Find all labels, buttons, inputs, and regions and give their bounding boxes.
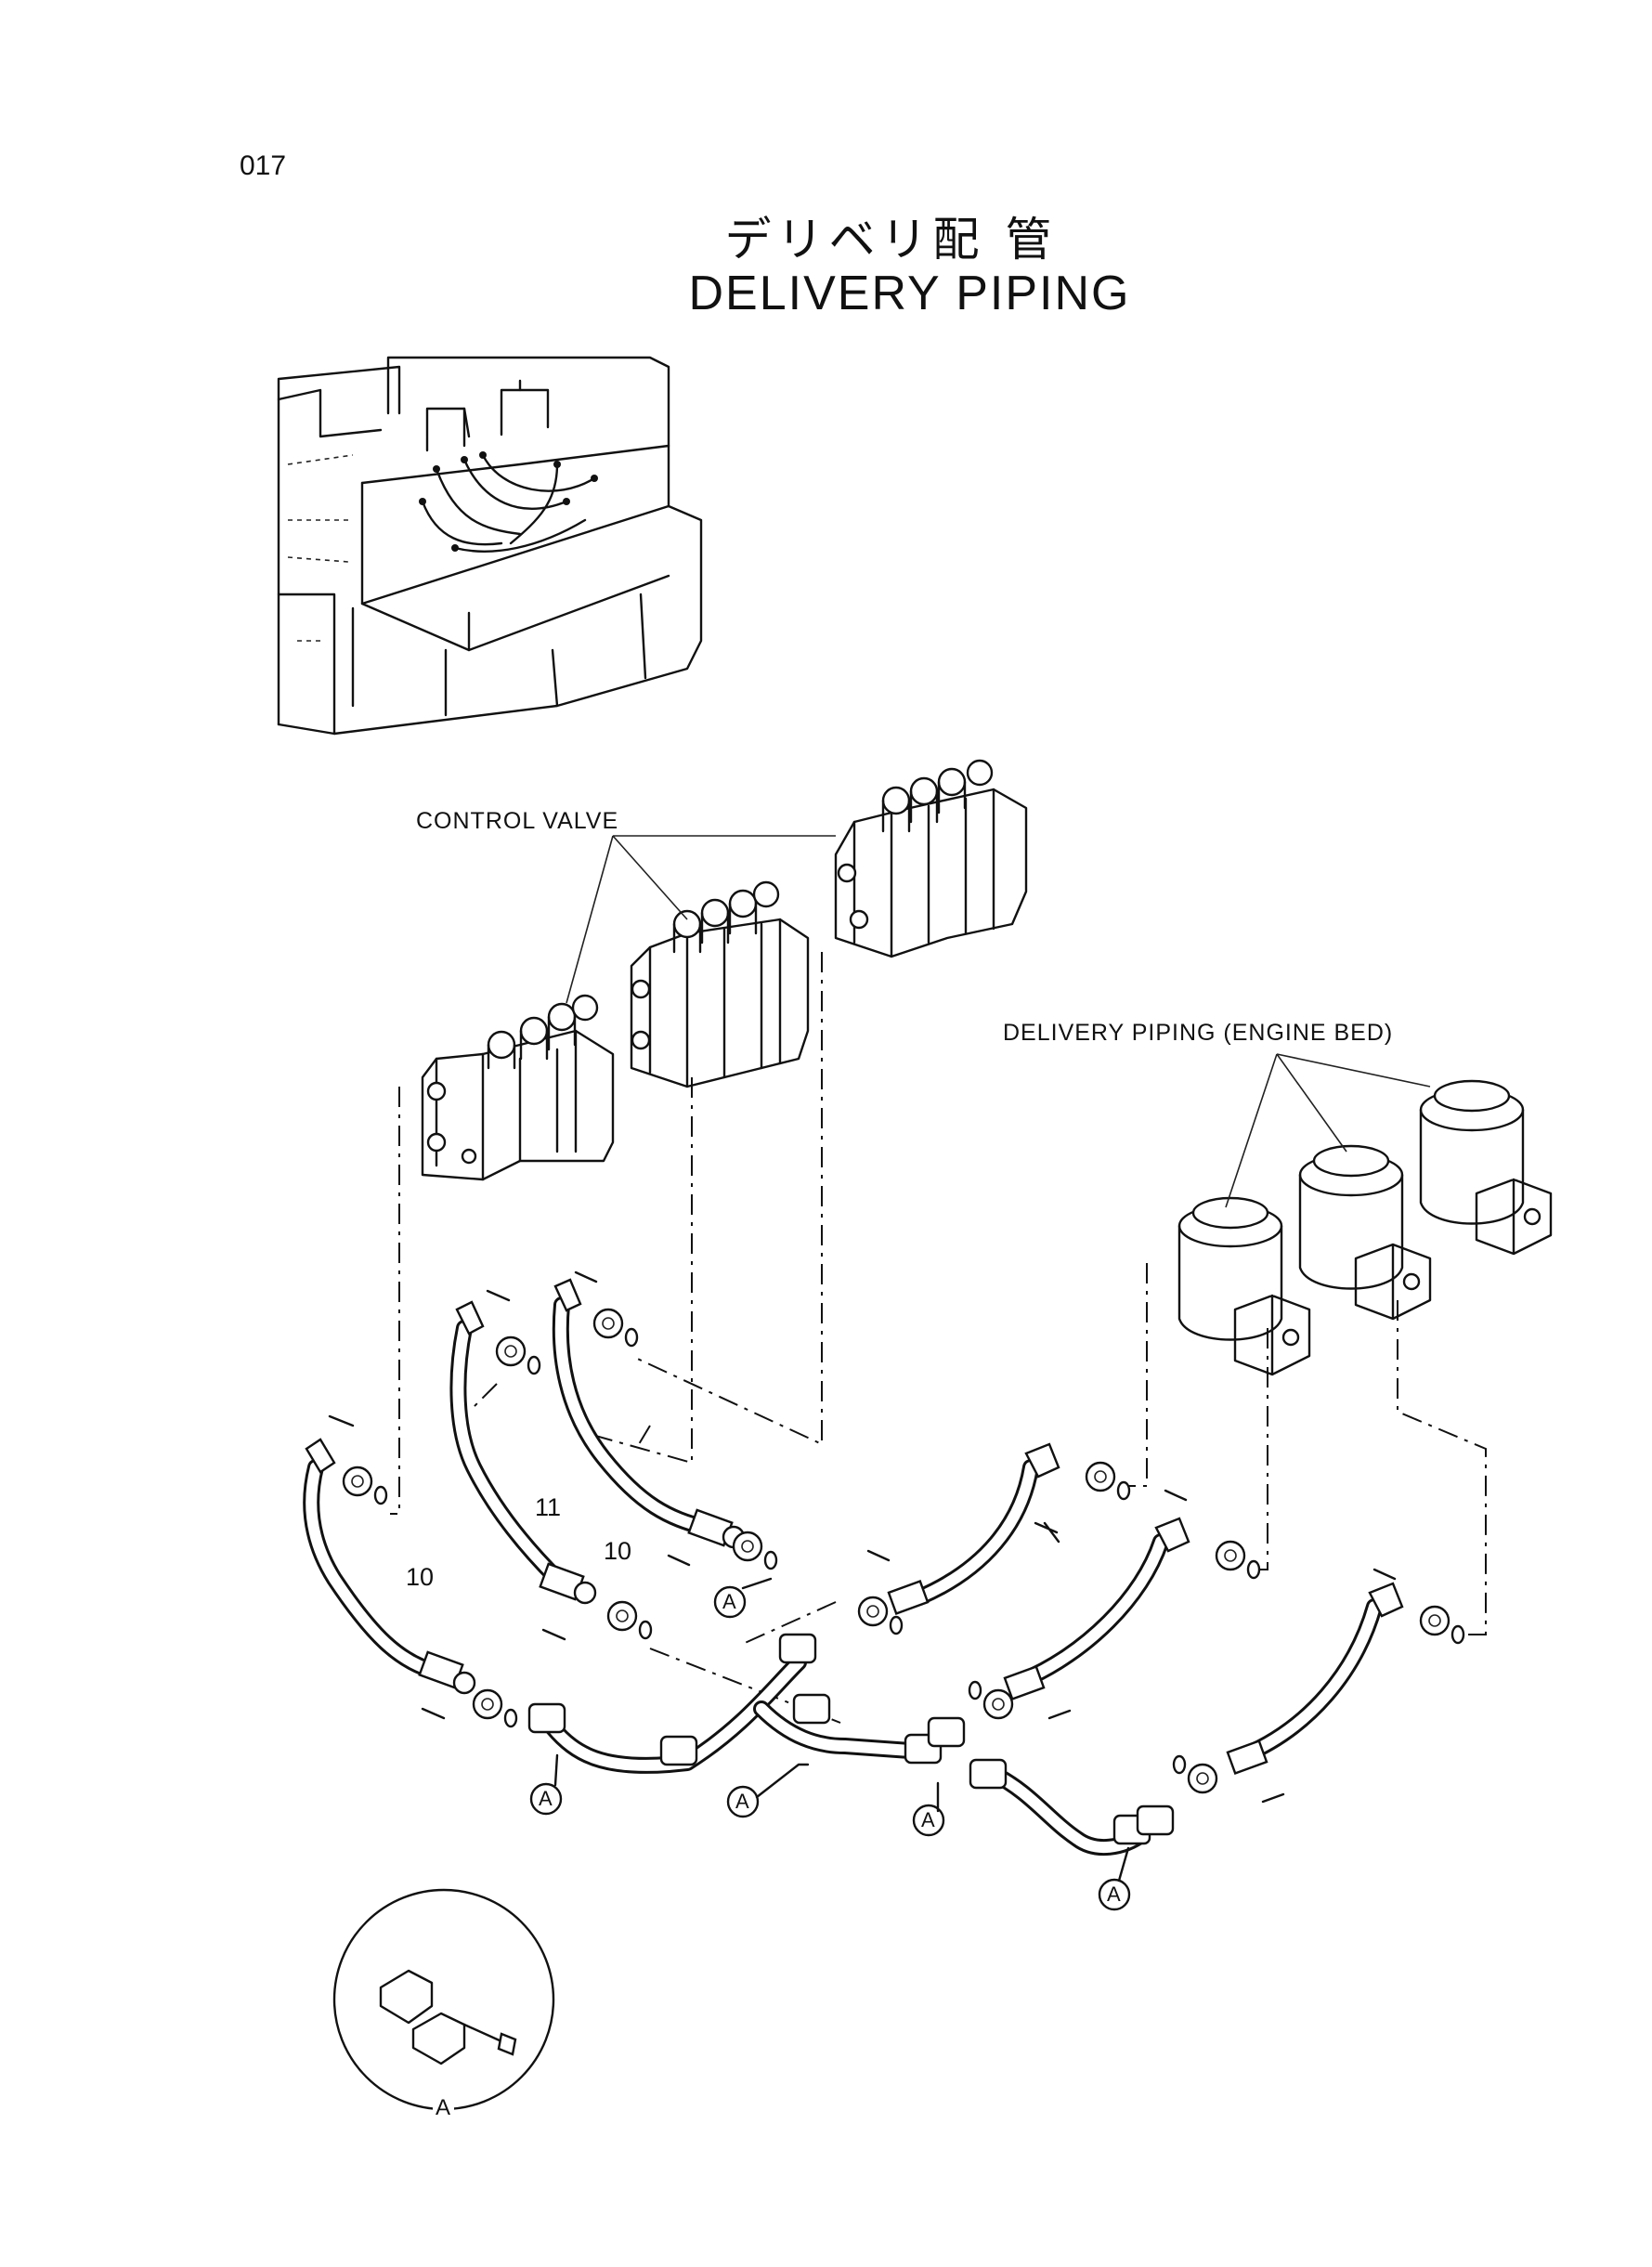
- leader-control-valve: [566, 835, 836, 1004]
- hose-10-left: [303, 1438, 476, 1695]
- hose-engine-bed-2: [1003, 1517, 1190, 1700]
- page-number: 017: [240, 150, 287, 181]
- control-valve-1: [421, 994, 615, 1181]
- callout-control-valve: CONTROL VALVE: [416, 808, 619, 834]
- bolts: [328, 1270, 1397, 1804]
- part-number-11: 11: [535, 1493, 562, 1521]
- marker-a-2: A: [539, 1787, 553, 1810]
- hose-engine-bed-3: [1226, 1582, 1404, 1775]
- rigid-tube-2: [753, 1700, 918, 1759]
- detail-a-label: A: [433, 2095, 455, 2121]
- engine-bed-block-3: [1419, 1079, 1553, 1256]
- marker-a-1: A: [722, 1590, 737, 1613]
- machine-overview-illustration: [277, 356, 703, 736]
- marker-a-4: A: [921, 1808, 936, 1831]
- part-number-10-right: 10: [604, 1537, 632, 1565]
- control-valve-3: [834, 759, 1028, 958]
- assembly-centerlines: [390, 952, 1487, 1724]
- flanges-and-seals: [342, 1308, 1465, 1794]
- leader-engine-bed: [1225, 1053, 1431, 1208]
- rigid-tube-3: [985, 1765, 1151, 1857]
- control-valve-2: [630, 880, 810, 1088]
- hose-10-right: [552, 1278, 746, 1549]
- engine-bed-block-2: [1298, 1144, 1432, 1321]
- clamp-detail-markers: [529, 1577, 1131, 1911]
- title-english: DELIVERY PIPING: [688, 267, 1131, 320]
- title-japanese: デリベリ配 管: [724, 213, 1058, 267]
- marker-a-3: A: [735, 1790, 750, 1813]
- callout-delivery-engine-bed: DELIVERY PIPING (ENGINE BED): [1003, 1020, 1394, 1046]
- marker-a-5: A: [1107, 1883, 1122, 1906]
- hose-engine-bed-1: [887, 1442, 1060, 1615]
- engine-bed-block-1: [1177, 1196, 1311, 1376]
- part-number-10-left: 10: [406, 1563, 435, 1591]
- detail-a-inset: [332, 1888, 555, 2111]
- pipe-clamps: [527, 1633, 1175, 1845]
- hose-11: [449, 1300, 597, 1605]
